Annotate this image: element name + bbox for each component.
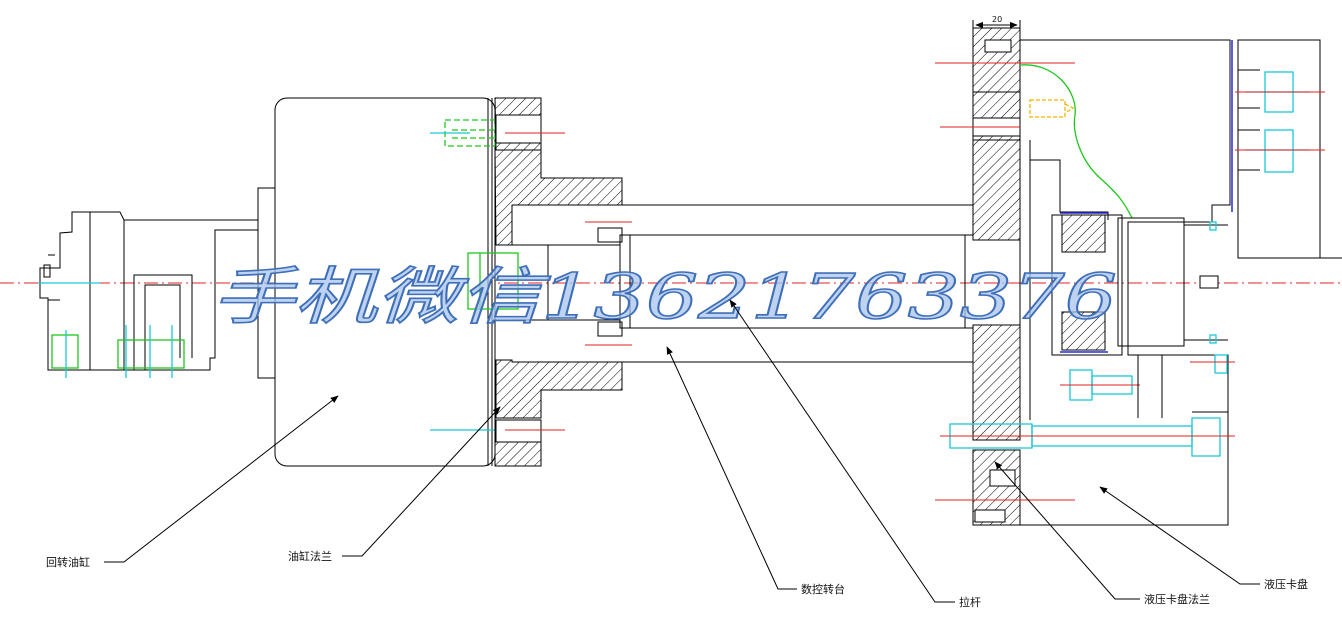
leader-lines — [104, 299, 1260, 603]
label-cylinder-flange: 油缸法兰 — [288, 549, 332, 563]
dimension-20: 20 — [992, 15, 1002, 24]
label-pull-rod: 拉杆 — [959, 595, 981, 609]
label-chuck-flange: 液压卡盘法兰 — [1144, 592, 1210, 606]
label-hydraulic-chuck: 液压卡盘 — [1264, 577, 1308, 591]
label-rotary-cylinder: 回转油缸 — [46, 555, 90, 569]
hydraulic-chuck — [940, 39, 1342, 526]
cylinder-flange — [494, 97, 623, 467]
chuck-flange: 20 — [935, 15, 1075, 526]
cnc-rotary-table — [548, 204, 1021, 363]
label-cnc-rotary-table: 数控转台 — [801, 582, 845, 596]
pull-rod-tube — [619, 234, 1021, 329]
watermark-text: 手机微信13621763376 — [212, 260, 1117, 333]
rotary-cylinder-assembly — [38, 97, 519, 467]
rotary-cylinder-body — [274, 97, 496, 467]
